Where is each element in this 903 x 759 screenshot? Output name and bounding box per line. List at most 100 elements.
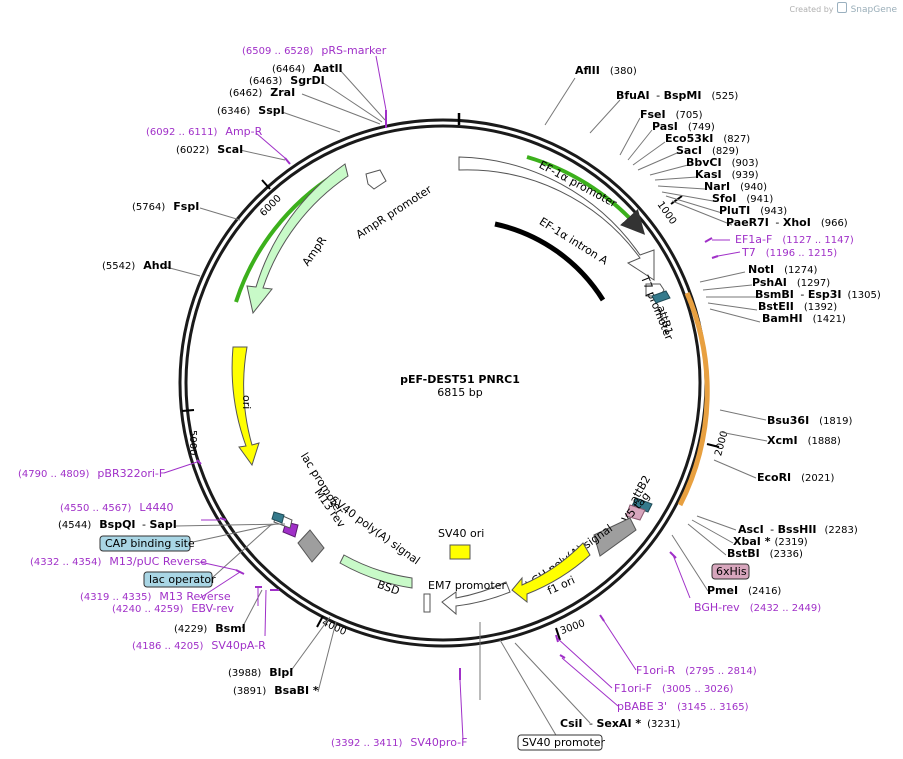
tick-label-3000: 3000: [559, 618, 587, 637]
enzyme-paer7i: PaeR7I - XhoI(966): [726, 216, 848, 229]
enzyme-bsteii-pos: (1392): [804, 302, 837, 313]
enzyme-ecori-name: EcoRI: [757, 471, 791, 484]
enzyme-eco53ki: Eco53kI(827): [665, 132, 750, 145]
primer-l4440-name: L4440: [139, 501, 173, 514]
enzyme-noti-name: NotI: [748, 263, 774, 276]
enzyme-bsmi-name: BsmI: [215, 622, 246, 635]
enzyme-noti-pos: (1274): [784, 265, 817, 276]
bsd-marker: [423, 593, 431, 613]
primer-prs-marker-range: (6509 .. 6528): [242, 46, 314, 57]
tick-5000: 5000: [181, 409, 198, 455]
enzyme-bfuai-name: BfuAI: [616, 89, 650, 102]
ef1a-intron-arc: [494, 221, 606, 302]
enzyme-pluti: PluTI(943): [719, 204, 787, 217]
primer-ef1a-f-range: (1127 .. 1147): [782, 235, 854, 246]
enzyme-bsmbi-pos: (1305): [848, 290, 881, 301]
em7-promoter-arrow: [441, 581, 511, 616]
enzyme-pmei-name: PmeI: [707, 584, 738, 597]
enzyme-fspi-pos: (5764): [132, 202, 165, 213]
enzyme-asci-name: AscI: [738, 523, 764, 536]
enzyme-csii-name: CsiI: [560, 717, 582, 730]
bamhi-ecori-highlight: [677, 292, 710, 507]
ampr-promoter-arrow: [365, 169, 387, 190]
enzyme-sgrdi-name: SgrDI: [290, 74, 324, 87]
enzyme-bamhi-name: BamHI: [762, 312, 803, 325]
enzyme-saci: SacI(829): [676, 144, 739, 157]
enzyme-sapi-name: SapI: [149, 518, 176, 531]
enzyme-bspqi-name: BspQI: [99, 518, 135, 531]
enzyme-pshai-pos: (1297): [797, 278, 830, 289]
enzyme-sfoi-pos: (941): [746, 194, 773, 205]
lac-operator-site: [271, 511, 285, 524]
primer-sv40pro-f-range: (3392 .. 3411): [331, 738, 403, 749]
cap-binding-site-label: CAP binding site: [105, 537, 195, 550]
v5-tag: [625, 504, 646, 521]
ampr-promoter-label: AmpR promoter: [354, 183, 435, 242]
enzyme-nari-pos: (940): [740, 182, 767, 193]
enzyme-bstbi: BstBI(2336): [727, 547, 803, 560]
enzyme-nari: NarI(940): [704, 180, 767, 193]
enzyme-labels-left: (6464)AatII (6463)SgrDI (6462)ZraI (6346…: [58, 62, 343, 697]
primer-amp-r: (6092 .. 6111) Amp-R: [146, 125, 263, 138]
primer-m13-reverse: (4319 .. 4335)M13 Reverse: [80, 590, 231, 603]
primer-pbabe3: pBABE 3'(3145 .. 3165): [617, 700, 749, 713]
primer-leaders: [163, 55, 741, 741]
snapgene-logo-icon: [837, 2, 848, 13]
primer-f1ori-r-range: (2795 .. 2814): [685, 666, 757, 677]
enzyme-bfuai: BfuAI - BspMI(525): [616, 89, 738, 102]
enzyme-pshai-name: PshAI: [752, 276, 787, 289]
enzyme-kasi-name: KasI: [695, 168, 722, 181]
enzyme-sfoi-name: SfoI: [712, 192, 736, 205]
snapgene-credit: Created by SnapGene: [789, 2, 897, 15]
6xhis-label: 6xHis: [716, 565, 747, 578]
primer-f1ori-f: F1ori-F(3005 .. 3026): [614, 682, 733, 695]
enzyme-pmei-pos: (2416): [748, 586, 781, 597]
primer-m13-reverse-name: M13 Reverse: [159, 590, 230, 603]
primer-amp-r-name: Amp-R: [225, 125, 262, 138]
enzyme-saci-name: SacI: [676, 144, 702, 157]
enzyme-bbvci-name: BbvCI: [686, 156, 722, 169]
attb2-site: [631, 497, 653, 513]
enzyme-bbvci-pos: (903): [732, 158, 759, 169]
plasmid-name: pEF-DEST51 PNRC1: [400, 373, 520, 386]
enzyme-bstbi-pos: (2336): [770, 549, 803, 560]
enzyme-xbai-name: XbaI *: [733, 535, 771, 548]
enzyme-bspqi: (4544)BspQI - SapI: [58, 518, 177, 531]
primer-m13-puc-reverse-range: (4332 .. 4354): [30, 557, 102, 568]
ef1a-intron-label: EF-1α intron A: [537, 215, 611, 268]
primer-bgh-rev-range: (2432 .. 2449): [750, 603, 822, 614]
enzyme-zrai: (6462)ZraI: [229, 86, 295, 99]
primer-bgh-rev-name: BGH-rev: [694, 601, 740, 614]
enzyme-pasi: PasI(749): [652, 120, 715, 133]
sv40-ori-label: SV40 ori: [438, 527, 484, 540]
primer-pbr322ori-f-range: (4790 .. 4809): [18, 469, 90, 480]
enzyme-aflii-name: AflII: [575, 64, 600, 77]
enzyme-pmei: PmeI (2416): [707, 584, 781, 597]
credit-brand: SnapGene: [850, 5, 897, 15]
enzyme-aatii: (6464)AatII: [272, 62, 343, 75]
enzyme-sspi-name: SspI: [258, 104, 284, 117]
enzyme-xcmi: XcmI(1888): [767, 434, 841, 447]
primer-f1ori-r-name: F1ori-R: [636, 664, 676, 677]
primer-sv40pa-r-range: (4186 .. 4205): [132, 641, 204, 652]
primer-sv40pro-f: (3392 .. 3411)SV40pro-F: [331, 736, 467, 749]
primer-ef1a-f: EF1a-F(1127 .. 1147): [735, 233, 854, 246]
primer-amp-r-range: (6092 .. 6111): [146, 127, 218, 138]
enzyme-csii: CsiI - SexAI *(3231): [560, 717, 680, 730]
primer-prs-marker-name: pRS-marker: [321, 44, 386, 57]
primer-prs-marker: (6509 .. 6528) pRS-marker: [242, 44, 387, 57]
enzyme-paer7i-pos: (966): [821, 218, 848, 229]
primer-t7-range: (1196 .. 1215): [766, 248, 838, 259]
tick-label-6000: 6000: [258, 193, 284, 219]
enzyme-sgrdi-pos: (6463): [249, 76, 282, 87]
enzyme-xbai: XbaI *(2319): [733, 535, 808, 548]
tick-label-1000: 1000: [655, 200, 679, 227]
enzyme-bsmi-pos: (4229): [174, 624, 207, 635]
plasmid-title: pEF-DEST51 PNRC1 6815 bp: [340, 373, 580, 399]
primer-m13-puc-reverse-name: M13/pUC Reverse: [109, 555, 207, 568]
primer-ebv-rev: (4240 .. 4259)EBV-rev: [112, 602, 234, 615]
enzyme-bsmbi: BsmBI - Esp3I(1305): [755, 288, 881, 301]
enzyme-aflii-pos: (380): [610, 66, 637, 77]
enzyme-scai: (6022)ScaI: [176, 143, 243, 156]
enzyme-asci: AscI - BssHII(2283): [738, 523, 858, 536]
